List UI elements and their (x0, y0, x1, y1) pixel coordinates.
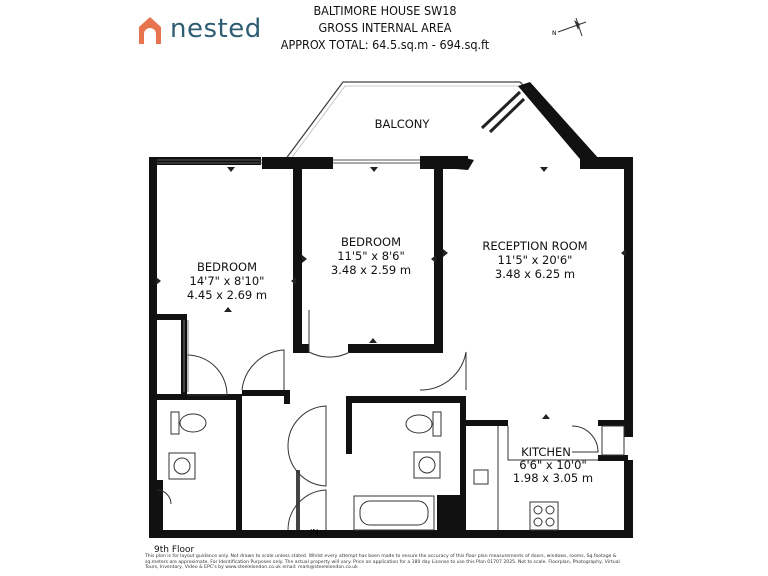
area-total: APPROX TOTAL: 64.5.sq.m - 694.sq.ft (280, 37, 490, 52)
toilet-icon (170, 411, 180, 435)
balcony-door-icon (480, 90, 526, 134)
bedroom-2-imperial: 11'5" x 8'6" (337, 249, 405, 263)
area-heading: GROSS INTERNAL AREA (318, 20, 452, 35)
kitchen-fittings (473, 425, 625, 531)
reception-metric: 3.48 x 6.25 m (495, 267, 575, 281)
compass-letter: N (552, 30, 557, 37)
kitchen-metric: 1.98 x 3.05 m (513, 471, 593, 485)
bedroom-2-name: BEDROOM (341, 235, 401, 249)
floor-label: 9th Floor (154, 545, 195, 555)
toilet-icon (432, 411, 442, 437)
bedroom-2-metric: 3.48 x 2.59 m (331, 263, 411, 277)
property-title: BALTIMORE HOUSE SW18 (313, 3, 457, 18)
bathroom-fittings (168, 411, 442, 531)
disclaimer-text: This plan is for layout guidance only. N… (145, 554, 620, 571)
dimension-arrows (156, 167, 626, 419)
bedroom-1-name: BEDROOM (197, 260, 257, 274)
bedroom-1-metric: 4.45 x 2.69 m (187, 288, 267, 302)
plan-header: BALTIMORE HOUSE SW18 GROSS INTERNAL AREA… (270, 2, 500, 53)
toilet-bowl-icon (405, 414, 433, 434)
hob-icon (529, 501, 559, 531)
bedroom-1-imperial: 14'7" x 8'10" (190, 274, 265, 288)
toilet-bowl-icon (179, 413, 207, 433)
reception-name: RECEPTION ROOM (482, 239, 587, 253)
kitchen-imperial: 6'6" x 10'0" (519, 458, 587, 472)
windows (157, 159, 420, 164)
reception-imperial: 11'5" x 20'6" (498, 253, 573, 267)
nested-logo: nested (136, 14, 261, 48)
entrance-label: IN (310, 528, 318, 537)
doors (156, 310, 599, 531)
north-arrow-icon: N (552, 17, 587, 37)
kitchen-name: KITCHEN (521, 445, 571, 459)
house-icon (139, 17, 161, 44)
balcony-label: BALCONY (375, 117, 431, 131)
sink-icon (473, 469, 489, 485)
brand-name: nested (170, 14, 262, 44)
